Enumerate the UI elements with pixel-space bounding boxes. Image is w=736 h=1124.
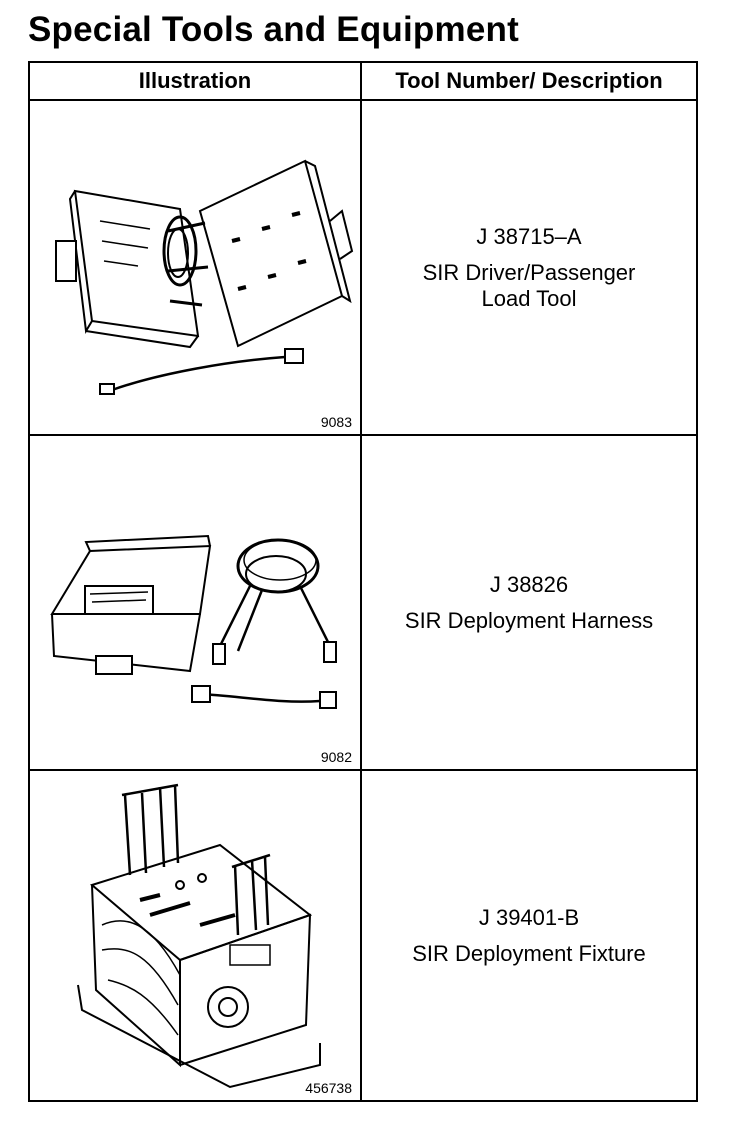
- illustration-cell: 9082: [30, 436, 362, 769]
- deployment-fixture-illustration: [77, 783, 321, 1089]
- deployment-harness-illustration: [50, 534, 337, 709]
- tools-table: Illustration Tool Number/ Description: [28, 61, 698, 1102]
- tool-number: J 38715–A: [476, 223, 582, 249]
- tool-description-line: Load Tool: [481, 285, 577, 311]
- tool-number: J 39401-B: [478, 904, 580, 930]
- tool-description-cell: J 38715–A SIR Driver/Passenger Load Tool: [362, 101, 696, 434]
- table-row: 9083 J 38715–A SIR Driver/Passenger Load…: [30, 101, 696, 436]
- tool-description-line: SIR Deployment Fixture: [412, 940, 646, 966]
- figure-number: 456738: [305, 1080, 352, 1096]
- table-row: 9082 J 38826 SIR Deployment Harness: [30, 436, 696, 771]
- illustration-cell: 456738: [30, 771, 362, 1100]
- illustration-cell: 9083: [30, 101, 362, 434]
- page-title: Special Tools and Equipment: [28, 10, 519, 49]
- figure-number: 9083: [320, 414, 352, 430]
- load-tool-case-illustration: [55, 159, 354, 395]
- figure-number: 9082: [320, 749, 352, 765]
- table-row: 456738 J 39401-B SIR Deployment Fixture: [30, 771, 696, 1100]
- tool-description-cell: J 39401-B SIR Deployment Fixture: [362, 771, 696, 1100]
- tool-description-cell: J 38826 SIR Deployment Harness: [362, 436, 696, 769]
- header-tool-description: Tool Number/ Description: [362, 63, 696, 101]
- header-illustration: Illustration: [30, 63, 362, 101]
- tool-number: J 38826: [489, 571, 569, 597]
- tool-description-line: SIR Deployment Harness: [404, 607, 654, 633]
- tool-description-line: SIR Driver/Passenger: [422, 259, 636, 285]
